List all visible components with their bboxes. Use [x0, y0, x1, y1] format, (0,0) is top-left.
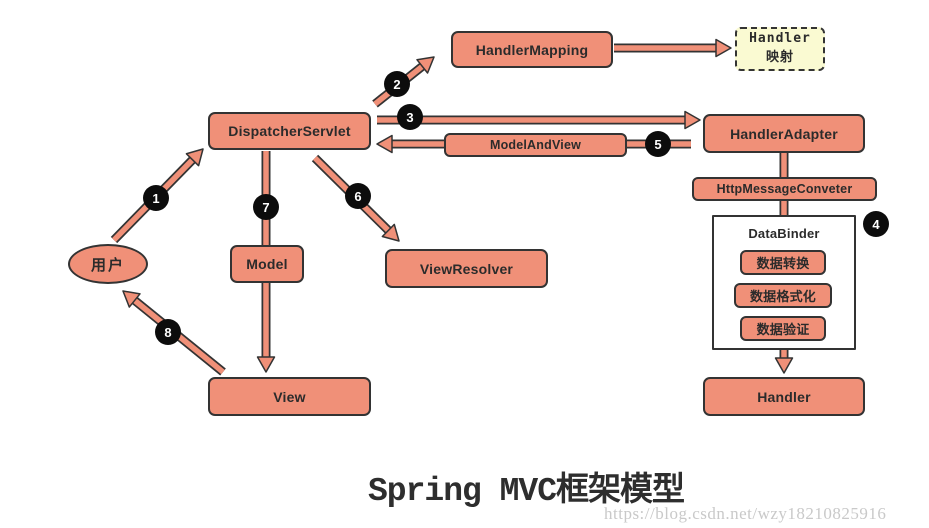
node-view-resolver: ViewResolver: [385, 249, 548, 288]
step-badge-5: 5: [645, 131, 671, 157]
node-handler-mapping-note-line: 映射: [765, 50, 794, 65]
node-handler-label: Handler: [757, 388, 811, 405]
step-badge-8: 8: [155, 319, 181, 345]
step-badge-7: 7: [253, 194, 279, 220]
node-user: 用户: [68, 244, 148, 284]
node-http-message-conveter: HttpMessageConveter: [692, 177, 877, 201]
node-handler-adapter-label: HandlerAdapter: [730, 125, 838, 142]
node-dispatcher-servlet-label: DispatcherServlet: [228, 123, 351, 139]
node-view-resolver-label: ViewResolver: [419, 260, 514, 277]
diagram-title: Spring MVC框架模型: [368, 473, 685, 510]
node-handler-mapping-note-line: Handler: [749, 31, 811, 47]
step-badge-4: 4: [863, 211, 889, 237]
node-model: Model: [230, 245, 304, 283]
node-user-label: 用户: [90, 256, 125, 274]
step-badge-3: 3: [397, 104, 423, 130]
node-data-convert: 数据转换: [740, 250, 826, 275]
node-view-label: View: [273, 388, 306, 405]
node-data-format-label: 数据格式化: [749, 289, 816, 304]
arrow-databinder-to-handler: [774, 350, 794, 374]
arrow-dispatcher-to-adapter: [377, 110, 701, 130]
node-handler-adapter: HandlerAdapter: [703, 114, 865, 153]
arrow-model-to-view: [256, 282, 276, 373]
node-data-format: 数据格式化: [734, 283, 832, 308]
node-data-validate-label: 数据验证: [756, 322, 810, 337]
node-model-label: Model: [246, 256, 288, 272]
node-http-message-conveter-label: HttpMessageConveter: [716, 182, 853, 196]
node-data-binder-label: DataBinder: [748, 226, 820, 241]
step-badge-2: 2: [384, 71, 410, 97]
node-data-validate: 数据验证: [740, 316, 826, 341]
step-badge-6: 6: [345, 183, 371, 209]
node-handler-mapping: HandlerMapping: [451, 31, 613, 68]
node-handler-mapping-note: Handler 映射: [735, 27, 825, 71]
node-handler-mapping-label: HandlerMapping: [475, 41, 589, 58]
step-badge-1: 1: [143, 185, 169, 211]
watermark-url: https://blog.csdn.net/wzy18210825916: [604, 504, 887, 523]
node-model-and-view-label: ModelAndView: [489, 138, 582, 152]
node-dispatcher-servlet: DispatcherServlet: [208, 112, 371, 150]
arrow-mapping-to-note: [614, 38, 732, 58]
node-data-convert-label: 数据转换: [756, 256, 810, 271]
node-model-and-view: ModelAndView: [444, 133, 627, 157]
node-view: View: [208, 377, 371, 416]
node-handler: Handler: [703, 377, 865, 416]
